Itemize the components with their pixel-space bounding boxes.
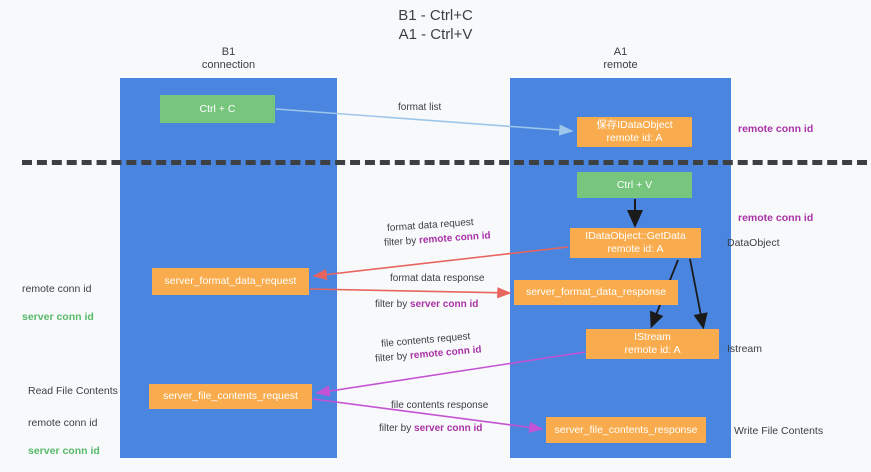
annotation-read-file-contents: Read File Contents [28,385,118,397]
edge-getdata-to-istream [689,258,708,330]
annotation-conn-ids-bottom: remote conn id server conn id [28,402,100,472]
annotation-remote-conn-id: remote conn id [22,283,92,295]
edge-label-format-data-response: format data response [390,273,485,284]
filter-key-server-conn-id: server conn id [414,423,483,434]
annotation-remote-conn-id-mid: remote conn id [738,212,814,224]
node-istream[interactable]: IStream remote id: A [586,329,719,359]
annotation-server-conn-id: server conn id [28,445,100,457]
annotation-dataobject: DataObject [727,237,780,249]
diagram-title: B1 - Ctrl+C A1 - Ctrl+V [398,7,473,43]
annotation-write-file-contents: Write File Contents [734,425,824,437]
filter-prefix: filter by [374,350,411,365]
filter-prefix: filter by [375,299,411,310]
filter-key-server-conn-id: server conn id [410,299,479,310]
node-idataobject-getdata[interactable]: IDataObject::GetData remote id: A [570,228,701,258]
edge-file-contents-request [315,351,586,397]
swimlane-header-a1: A1 remote [603,46,638,71]
annotation-remote-conn-id-top: remote conn id [738,123,814,135]
filter-prefix: filter by [383,235,420,249]
annotation-remote-conn-id: remote conn id [28,417,98,429]
node-server-format-data-response[interactable]: server_format_data_response [514,280,678,305]
node-server-file-contents-response[interactable]: server_file_contents_response [546,417,706,443]
filter-prefix: filter by [379,423,415,434]
node-ctrl-c[interactable]: Ctrl + C [160,95,275,123]
edge-label-format-data-response-filter: filter by server conn id [375,298,478,311]
edge-label-file-contents-response-filter: filter by server conn id [379,422,482,435]
annotation-server-conn-id: server conn id [22,311,94,323]
node-server-file-contents-request[interactable]: server_file_contents_request [149,384,312,409]
node-ctrl-v[interactable]: Ctrl + V [577,172,692,198]
node-idataobject[interactable]: 保存IDataObject remote id: A [577,117,692,147]
edge-format-list [275,108,574,136]
swimlane-header-b1: B1 connection [201,46,256,71]
annotation-istream: Istream [727,343,763,355]
edge-format-data-response [309,287,512,299]
edge-label-file-contents-response: file contents response [391,400,489,411]
edge-label-format-list: format list [398,102,442,113]
edge-format-data-request [312,246,569,281]
node-server-format-data-request[interactable]: server_format_data_request [152,268,309,295]
phase-divider-dashed-line [22,160,867,165]
edge-file-contents-response [312,398,544,433]
annotation-conn-ids-middle: remote conn id server conn id [22,268,94,338]
